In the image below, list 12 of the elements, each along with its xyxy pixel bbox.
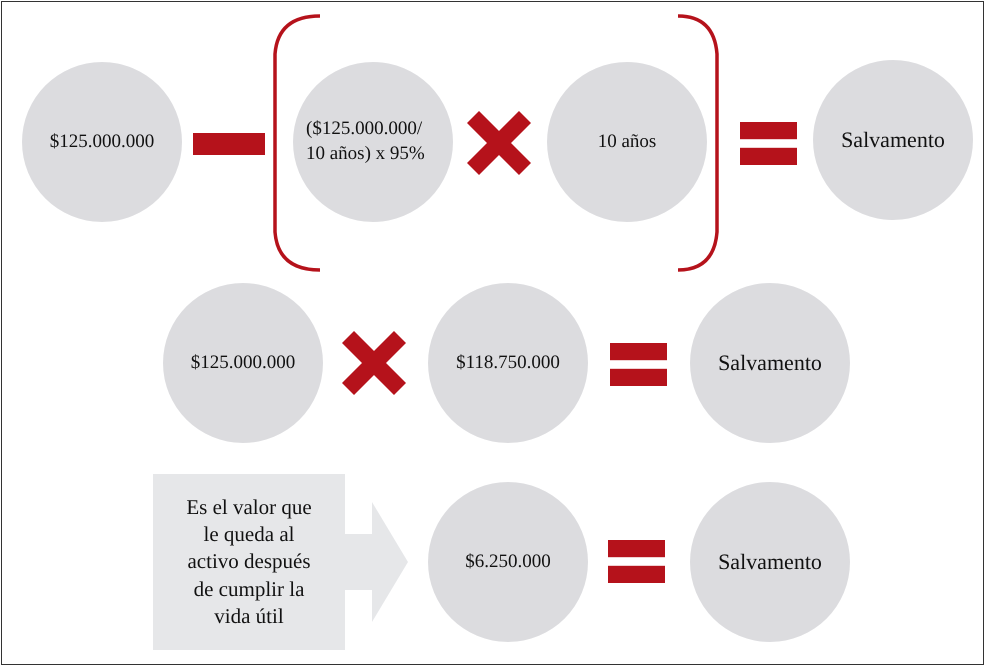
node-text: ($125.000.000/ 10 años) x 95% <box>305 117 426 166</box>
node-text: Salvamento <box>840 126 946 154</box>
text-box <box>153 474 345 650</box>
node-text: $125.000.000 <box>48 130 156 154</box>
node-text: Salvamento <box>717 548 823 576</box>
node-text: $6.250.000 <box>464 550 552 574</box>
node-text: $125.000.000 <box>190 350 296 375</box>
node-text: $118.750.000 <box>455 350 561 375</box>
node-text: Salvamento <box>717 348 823 377</box>
node-text: 10 años <box>596 130 658 154</box>
block-arrow <box>345 502 408 622</box>
node-text: Es el valor que le queda al activo después de cumplir la vida útil <box>185 494 313 630</box>
